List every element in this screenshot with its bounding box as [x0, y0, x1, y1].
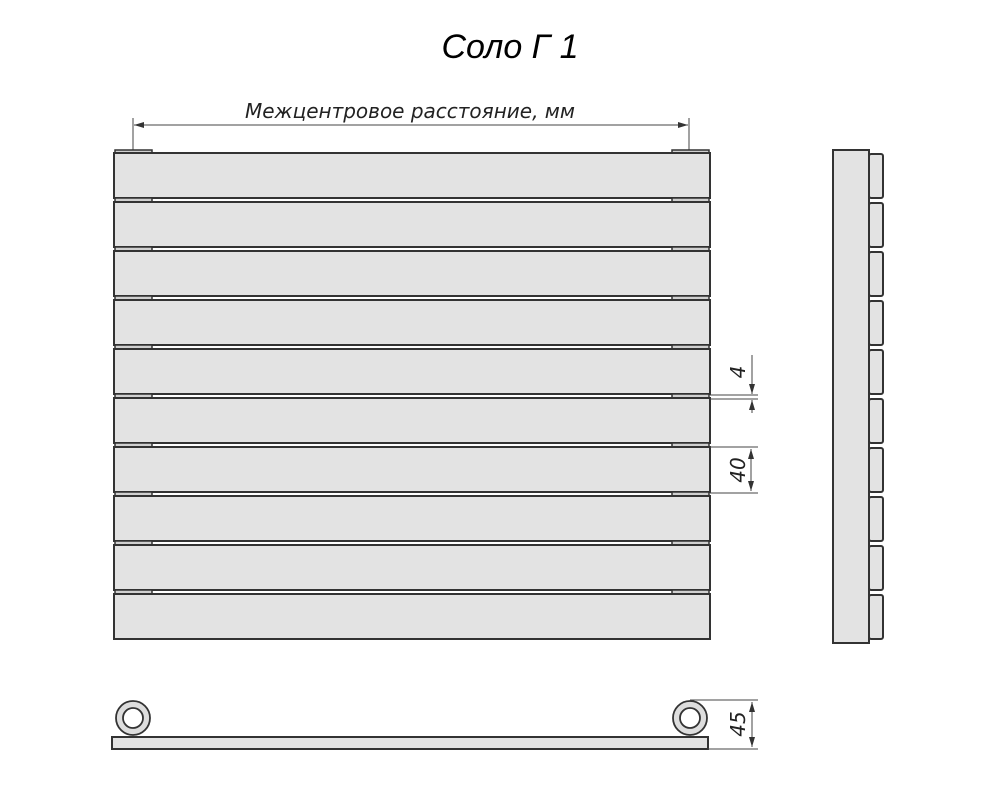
panel-edge	[868, 545, 884, 591]
panel	[113, 250, 711, 297]
panel-edge	[868, 153, 884, 199]
center-distance-dimension: Межцентровое расстояние, мм	[132, 99, 690, 152]
gap-value: 4	[726, 366, 750, 379]
center-distance-label: Межцентровое расстояние, мм	[245, 99, 575, 123]
front-view	[113, 149, 711, 640]
panel-edge	[868, 594, 884, 640]
panel-edge	[868, 398, 884, 444]
panel-edge	[868, 300, 884, 346]
panel-height-value: 40	[726, 457, 750, 482]
panel-height-dimension: 40	[710, 446, 758, 494]
depth-value: 45	[726, 711, 750, 736]
panel	[113, 544, 711, 591]
top-view	[111, 700, 709, 750]
side-view	[832, 149, 884, 644]
panel	[113, 397, 711, 444]
collector-side	[832, 149, 870, 644]
panel-edge	[868, 202, 884, 248]
panel-section	[111, 736, 709, 750]
panel	[113, 446, 711, 493]
panel	[113, 348, 711, 395]
panel	[113, 152, 711, 199]
panel	[113, 593, 711, 640]
gap-dimension: 4	[710, 355, 758, 413]
panel-edge	[868, 349, 884, 395]
panel	[113, 495, 711, 542]
drawing-title: Соло Г 1	[441, 28, 578, 66]
panel-edge	[868, 251, 884, 297]
panel-edge	[868, 496, 884, 542]
panel	[113, 201, 711, 248]
depth-dimension: 45	[690, 699, 758, 750]
panel-edge	[868, 447, 884, 493]
panel	[113, 299, 711, 346]
